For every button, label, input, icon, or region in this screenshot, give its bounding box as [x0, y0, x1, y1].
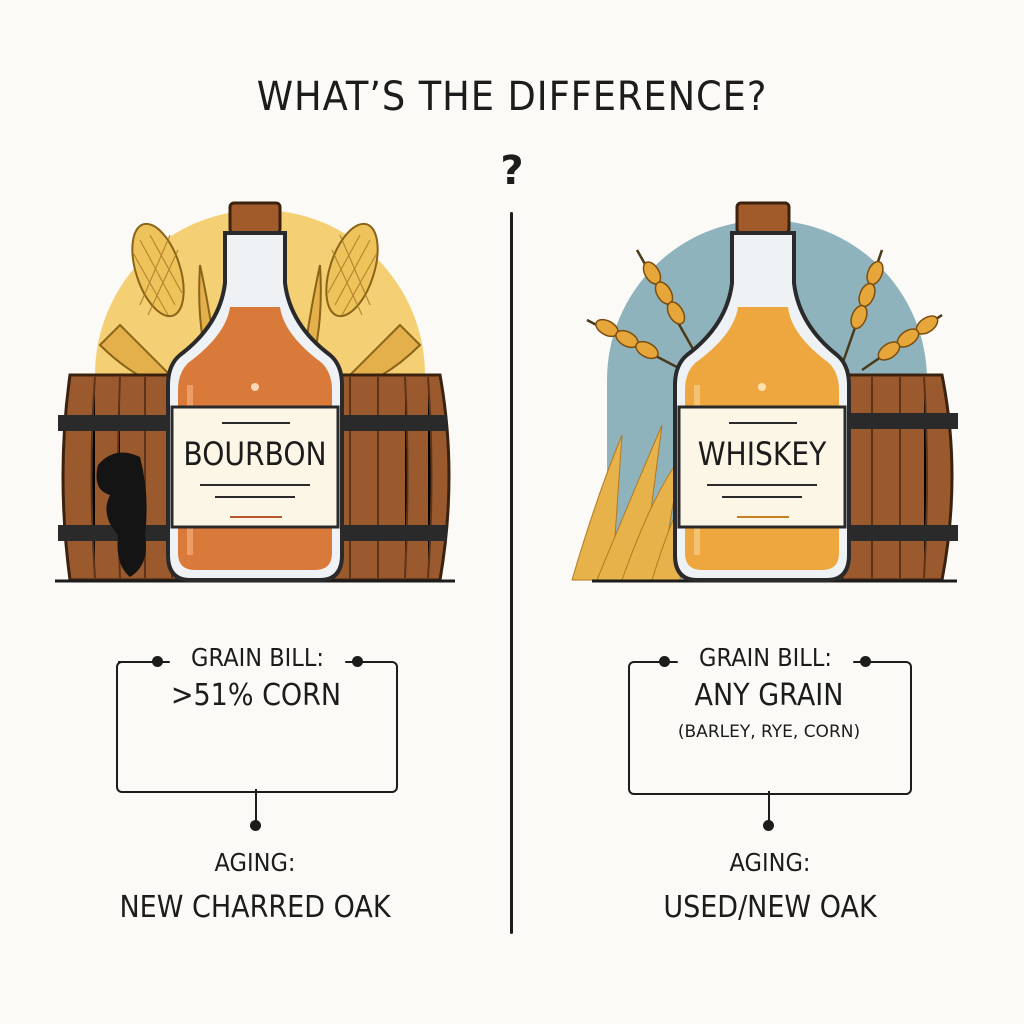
whiskey-grain-note: (BARLEY, RYE, CORN) [677, 722, 861, 742]
connector-line [255, 789, 257, 825]
question-mark-icon: ? [500, 148, 524, 194]
bourbon-scene: BOURBON [55, 201, 455, 583]
connector-dot [152, 656, 163, 667]
whiskey-grain-value: ANY GRAIN [694, 678, 844, 713]
whiskey-grain-heading: GRAIN BILL: [677, 643, 854, 672]
connector-line [768, 791, 770, 825]
barrel-icon [840, 373, 958, 582]
connector-dot [860, 656, 871, 667]
whiskey-aging-value: USED/NEW OAK [663, 890, 877, 925]
connector-dot [250, 820, 261, 831]
whiskey-aging-heading: AGING: [729, 848, 811, 877]
center-divider [510, 212, 513, 934]
connector-dot [352, 656, 363, 667]
barrel-icon [312, 373, 451, 582]
bourbon-bottle-label: BOURBON [183, 436, 326, 473]
bourbon-illustration: BOURBON [0, 195, 512, 595]
bourbon-aging-value: NEW CHARRED OAK [119, 890, 391, 925]
bourbon-bottle-icon: BOURBON [166, 201, 344, 582]
wheat-head-icon [595, 260, 939, 361]
whiskey-illustration: WHISKEY [512, 195, 1024, 595]
bourbon-aging-heading: AGING: [214, 848, 296, 877]
bourbon-grain-heading: GRAIN BILL: [169, 643, 346, 672]
connector-dot [659, 656, 670, 667]
page-title: WHAT’S THE DIFFERENCE? [256, 74, 768, 120]
bourbon-grain-value: >51% CORN [170, 678, 342, 713]
whiskey-scene: WHISKEY [571, 201, 958, 583]
connector-dot [763, 820, 774, 831]
whiskey-bottle-icon: WHISKEY [673, 201, 851, 582]
char-mark-shape [96, 452, 147, 577]
connector-line [118, 661, 156, 663]
whiskey-bottle-label: WHISKEY [698, 436, 827, 473]
